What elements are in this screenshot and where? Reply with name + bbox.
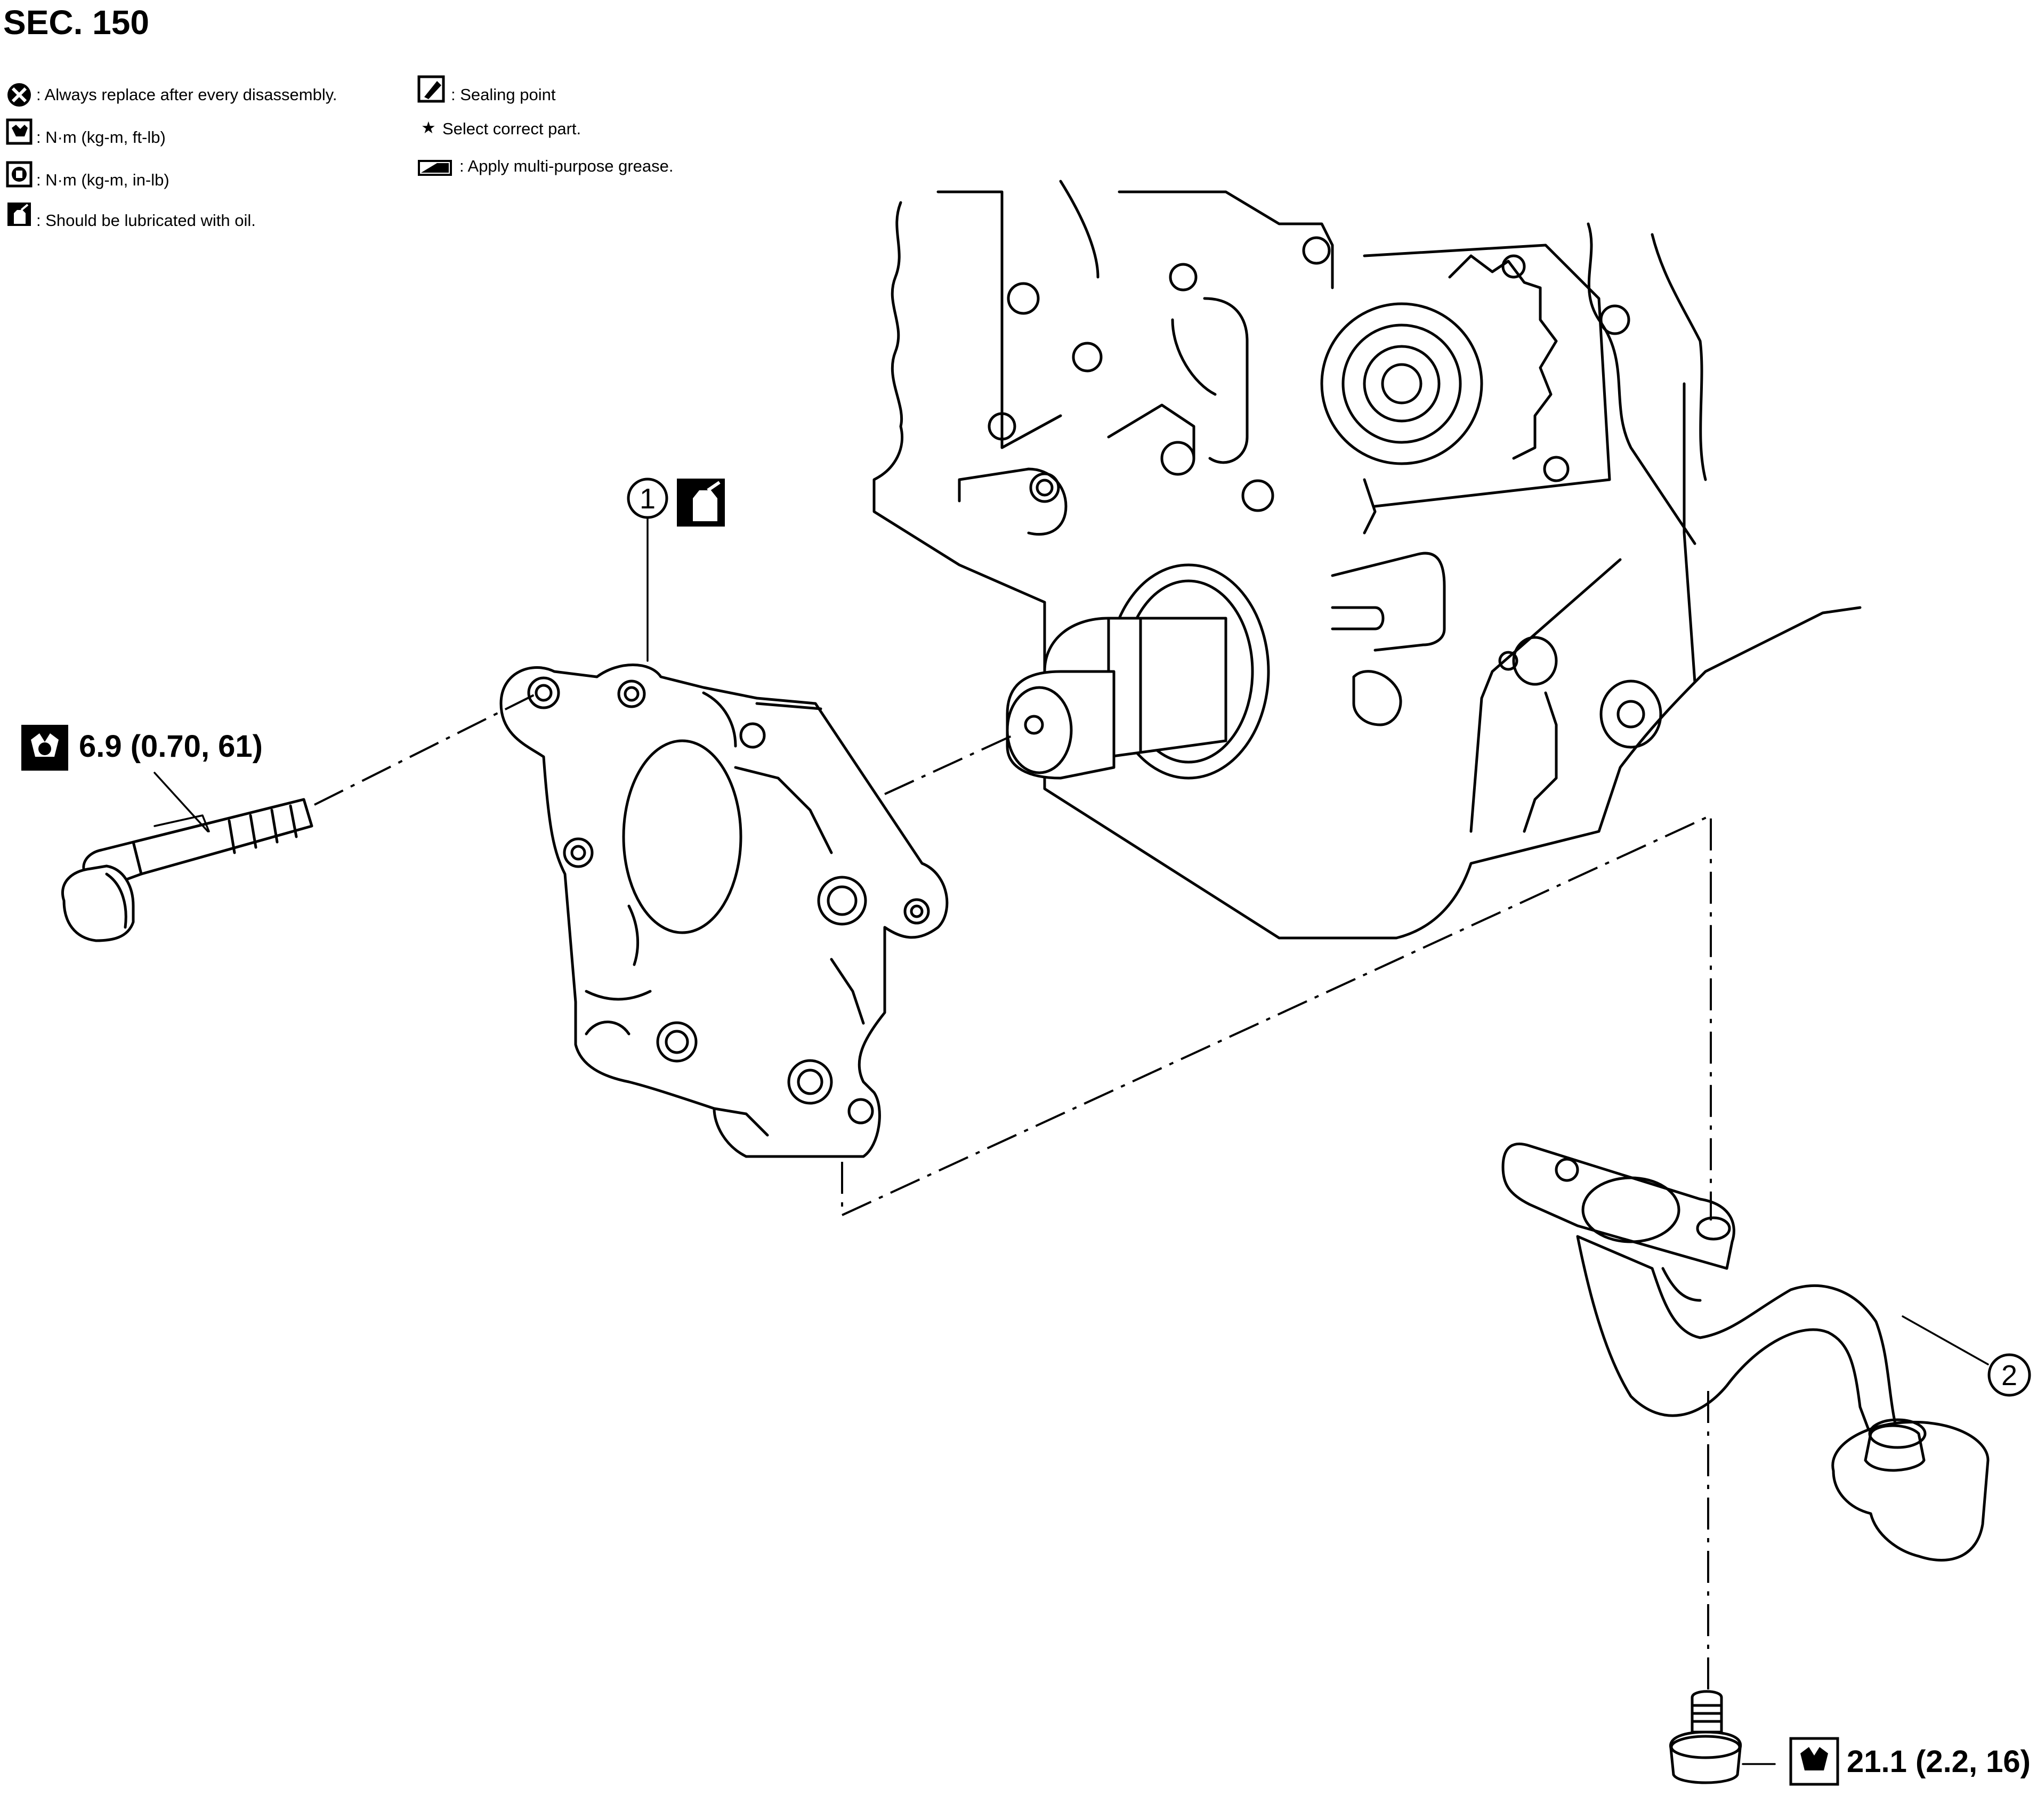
callout-number-1: 1 xyxy=(640,483,656,515)
grease-icon xyxy=(418,160,452,176)
legend-replace-text: : Always replace after every disassembly… xyxy=(36,85,337,104)
legend-torque-inlb-text: : N·m (kg-m, in-lb) xyxy=(36,171,169,189)
oil-pump xyxy=(499,664,949,1158)
legend-select-text: Select correct part. xyxy=(442,119,581,138)
torque-wrench-ftlb-icon xyxy=(6,118,33,145)
legend-lubricate-text: : Should be lubricated with oil. xyxy=(36,211,256,230)
strainer-bolt-torque-value: 21.1 (2.2, 16) xyxy=(1847,1744,2031,1779)
oil-can-icon xyxy=(7,203,31,226)
lubricate-oil-can-icon xyxy=(677,479,725,527)
pump-bolt xyxy=(61,798,313,942)
torque-wrench-inlb-icon xyxy=(6,161,33,188)
legend-grease-text: : Apply multi-purpose grease. xyxy=(459,157,674,175)
legend: : Always replace after every disassembly… xyxy=(6,83,337,230)
oil-strainer xyxy=(1501,1142,1990,1562)
engine-block xyxy=(872,180,1862,940)
callout-number-2: 2 xyxy=(2001,1360,2017,1392)
replace-icon xyxy=(7,83,31,107)
legend-torque-ftlb-text: : N·m (kg-m, ft-lb) xyxy=(36,128,166,147)
legend-right: : Sealing point ★ Select correct part. :… xyxy=(417,75,674,176)
callout-part1: 1 xyxy=(627,478,725,662)
sealant-icon xyxy=(417,75,445,103)
strainer-bolt xyxy=(1669,1690,1776,1784)
callout-part2: 2 xyxy=(1902,1315,2031,1397)
legend-sealing-text: : Sealing point xyxy=(451,85,556,104)
section-title: SEC. 150 xyxy=(3,3,149,42)
torque-label-strainer-bolt: 21.1 (2.2, 16) xyxy=(1789,1737,2031,1786)
torque-label-pump-bolt: 6.9 (0.70, 61) xyxy=(21,725,263,832)
pump-bolt-torque-value: 6.9 (0.70, 61) xyxy=(79,729,263,764)
select-star-icon: ★ xyxy=(421,118,436,137)
alignment-lines xyxy=(314,692,1712,1689)
